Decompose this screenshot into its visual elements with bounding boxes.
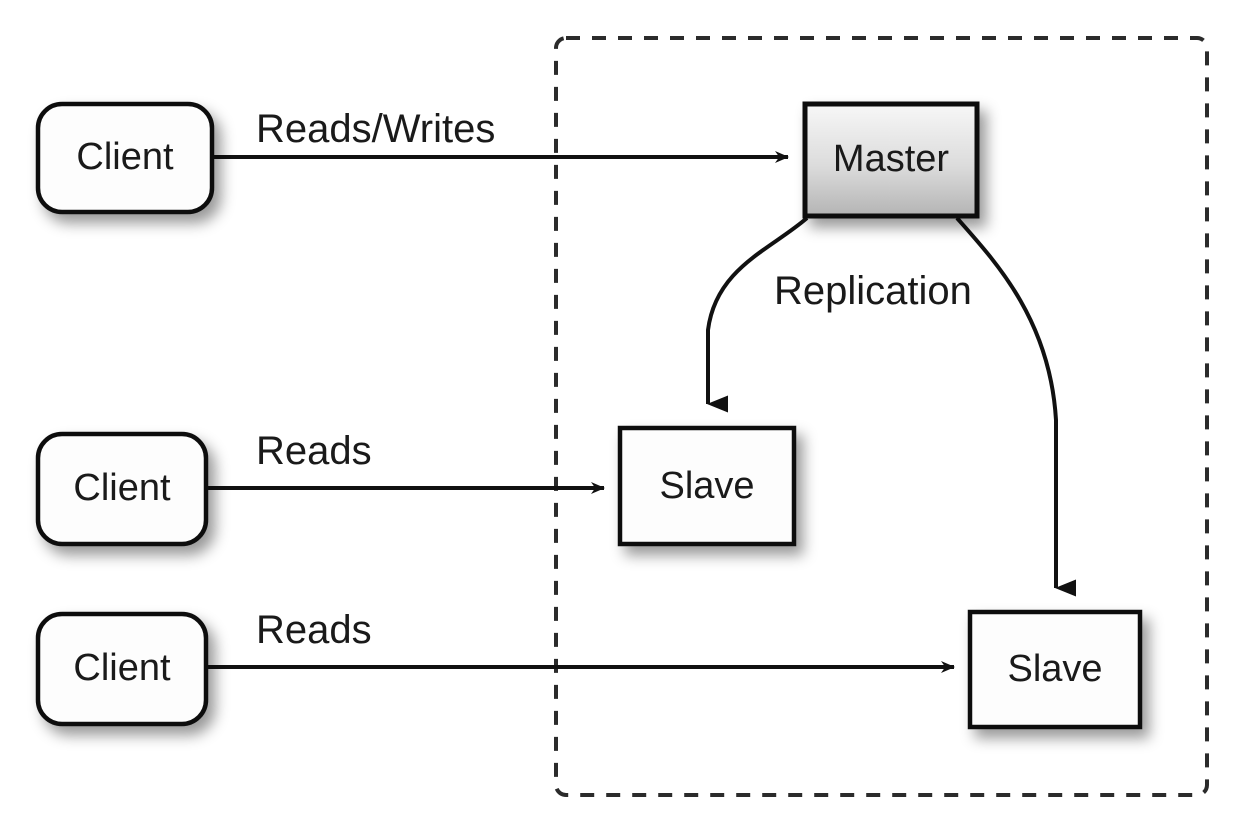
edge-label-reads-1: Reads [256,429,372,473]
client-1-label: Client [76,136,174,178]
edge-label-reads-2: Reads [256,608,372,652]
edge-master-slave2 [955,216,1076,597]
master-label: Master [833,138,949,180]
slave-1-label: Slave [659,465,754,507]
client-2-label: Client [73,467,171,509]
slave-2-box[interactable] [967,609,1143,730]
node-slave-2[interactable]: Slave [967,609,1143,730]
slave-2-label: Slave [1007,648,1102,690]
node-client-1[interactable]: Client [35,101,215,215]
node-master[interactable]: Master [802,101,980,219]
client-3-label: Client [73,647,171,689]
database-cluster-boundary [554,36,1209,797]
edge-label-replication: Replication [774,269,972,313]
node-client-3[interactable]: Client [35,611,209,727]
node-slave-1[interactable]: Slave [617,425,797,547]
master-box[interactable] [802,101,980,219]
client-1-box[interactable] [35,101,215,215]
slave-1-box[interactable] [617,425,797,547]
edge-label-reads-writes: Reads/Writes [256,107,495,151]
client-3-box[interactable] [35,611,209,727]
client-2-box[interactable] [35,431,209,547]
node-client-2[interactable]: Client [35,431,209,547]
edge-master-slave1 [706,216,809,413]
